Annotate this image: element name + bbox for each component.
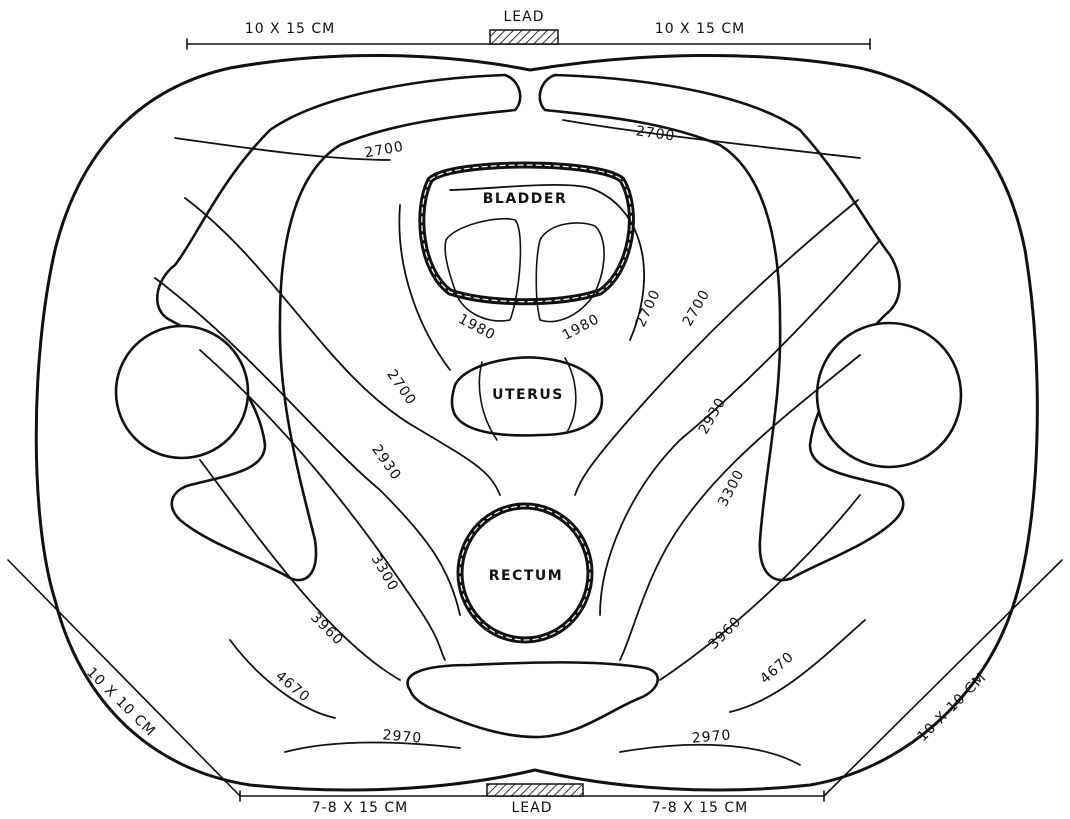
top-left-field-label: 10 X 15 CM	[245, 21, 335, 37]
isodose-label: 2700	[633, 287, 664, 330]
isodose-label: 2700	[680, 287, 714, 329]
isodose-label: 3300	[368, 552, 402, 594]
bottom-left-field-label: 7-8 X 15 CM	[312, 800, 408, 816]
bottom-right-field-label: 7-8 X 15 CM	[652, 800, 748, 816]
uterus-label: UTERUS	[492, 387, 564, 403]
isodose-label: 3300	[715, 467, 748, 510]
top-lead-label: LEAD	[503, 9, 544, 25]
isodose-label: 2700	[383, 367, 419, 409]
sacrum	[408, 662, 658, 737]
isodose-label: 2700	[363, 139, 405, 162]
isodose-label: 2970	[382, 727, 423, 746]
right-side-field-label: 10 X 10 CM	[915, 670, 990, 745]
isodose-label: 2970	[691, 727, 732, 746]
bottom-lead-label: LEAD	[511, 800, 552, 816]
right-femoral-head	[817, 323, 961, 467]
bladder-label: BLADDER	[483, 191, 568, 207]
isodose-label: 2930	[696, 395, 730, 437]
isodose-label: 3960	[307, 609, 346, 648]
top-lead-block	[490, 30, 558, 44]
isodose-label: 1980	[560, 311, 603, 344]
isodose-label: 3960	[705, 613, 744, 652]
bottom-field-markers	[240, 784, 824, 801]
bottom-lead-block	[487, 784, 583, 796]
rectum-label: RECTUM	[489, 568, 563, 584]
bladder	[422, 165, 632, 322]
isodose-label: 2930	[368, 442, 404, 484]
left-femoral-head	[116, 326, 248, 458]
top-right-field-label: 10 X 15 CM	[655, 21, 745, 37]
